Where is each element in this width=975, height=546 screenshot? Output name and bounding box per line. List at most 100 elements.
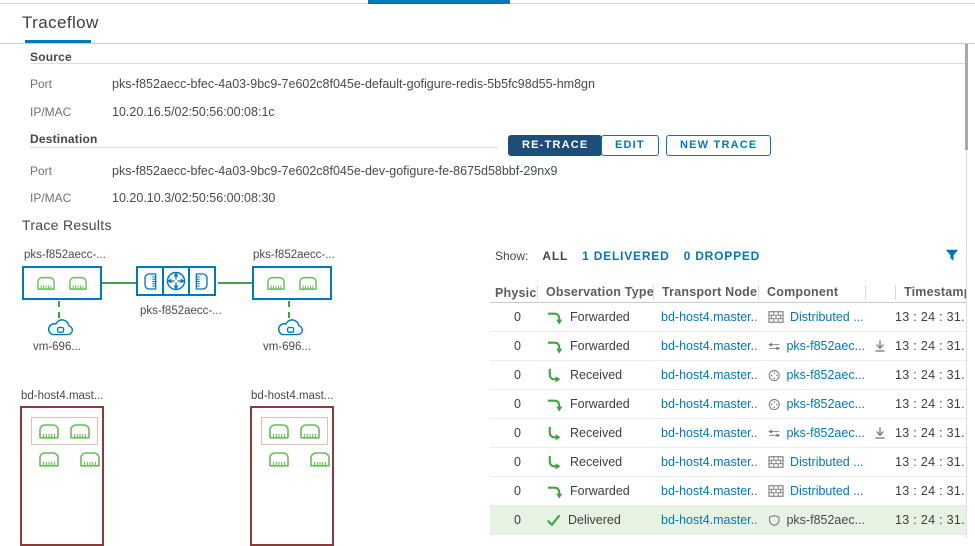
- host-left-label: bd-host4.mast...: [21, 390, 104, 402]
- destination-port-value: pks-f852aecc-bfec-4a03-9bc9-7e602c8f045e…: [112, 164, 558, 178]
- observation-type: Forwarded: [570, 339, 630, 353]
- edit-button[interactable]: EDIT: [601, 135, 659, 156]
- show-label: Show:: [495, 249, 529, 263]
- vm-cloud-icon[interactable]: [275, 317, 305, 338]
- title-active-underline: [25, 40, 91, 43]
- received-icon: [546, 454, 563, 471]
- logical-switch-left-node[interactable]: [22, 266, 102, 300]
- port-icon: [67, 274, 89, 292]
- col-component: Component: [758, 285, 865, 300]
- table-row: 0 Forwarded bd-host4.master... pks-f852a…: [490, 390, 967, 419]
- swap-arrows-icon: [768, 427, 780, 440]
- source-divider: [30, 63, 966, 64]
- component-link[interactable]: pks-f852aec...: [786, 426, 865, 440]
- timestamp: 13 : 24 : 31. 6: [895, 310, 967, 324]
- destination-port-label: Port: [30, 164, 53, 178]
- vm-link-right: [288, 301, 290, 318]
- transport-node-link[interactable]: bd-host4.master...: [661, 484, 758, 498]
- destination-divider: [30, 147, 498, 148]
- distributed-firewall-icon: [768, 484, 784, 498]
- observation-type: Received: [570, 455, 623, 469]
- transport-node-link[interactable]: bd-host4.master...: [661, 455, 758, 469]
- source-section-title: Source: [30, 50, 72, 64]
- port-icon: [78, 449, 102, 469]
- received-icon: [546, 425, 563, 442]
- router-label: pks-f852aecc-...: [140, 305, 222, 317]
- retrace-button[interactable]: RE-TRACE: [508, 135, 603, 156]
- component-link[interactable]: pks-f852aec...: [786, 368, 865, 382]
- transport-node-link[interactable]: bd-host4.master...: [661, 310, 758, 324]
- timestamp: 13 : 24 : 31. 6: [895, 513, 967, 527]
- transport-node-link[interactable]: bd-host4.master...: [661, 426, 758, 440]
- transport-host-left-node[interactable]: [20, 406, 104, 546]
- transport-node-link[interactable]: bd-host4.master...: [661, 397, 758, 411]
- port-icon: [267, 421, 291, 441]
- source-port-label: Port: [30, 77, 53, 91]
- filter-delivered[interactable]: 1 DELIVERED: [582, 249, 670, 263]
- port-icon: [308, 449, 332, 469]
- trace-results-title: Trace Results: [22, 217, 112, 233]
- table-row: 0 Forwarded bd-host4.master... Distribut…: [490, 303, 967, 332]
- observation-type: Forwarded: [570, 484, 630, 498]
- table-row: 0 Received bd-host4.master... pks-f852ae…: [490, 361, 967, 390]
- funnel-icon[interactable]: [945, 249, 959, 262]
- observation-type: Received: [570, 368, 623, 382]
- port-icon: [37, 421, 61, 441]
- host-right-label: bd-host4.mast...: [251, 390, 334, 402]
- col-transport-node: Transport Node: [653, 285, 758, 300]
- transport-node-link[interactable]: bd-host4.master...: [661, 513, 758, 527]
- col-physical: Physical: [495, 285, 537, 300]
- observation-type: Forwarded: [570, 397, 630, 411]
- transport-node-link[interactable]: bd-host4.master...: [661, 368, 758, 382]
- uplink-port-icon: [142, 271, 159, 291]
- timestamp: 13 : 24 : 31. 6: [895, 426, 967, 440]
- link-right: [218, 282, 252, 284]
- logical-router-node[interactable]: [136, 266, 216, 296]
- scrollbar-thumb[interactable]: [965, 44, 968, 150]
- shield-icon: [768, 513, 780, 528]
- vm-cloud-icon[interactable]: [45, 317, 75, 338]
- transport-host-right-node[interactable]: [250, 406, 334, 546]
- logical-switch-right-node[interactable]: [252, 266, 332, 300]
- component-link[interactable]: pks-f852aec...: [786, 513, 865, 527]
- port-icon: [37, 449, 61, 469]
- page-title: Traceflow: [22, 13, 99, 32]
- source-ipmac-value: 10.20.16.5/02:50:56:00:08:1c: [112, 105, 275, 119]
- timestamp: 13 : 24 : 31. 6: [895, 484, 967, 498]
- col-observation-type: Observation Type: [537, 285, 653, 300]
- timestamp: 13 : 24 : 31. 6: [895, 397, 967, 411]
- filter-all[interactable]: ALL: [542, 249, 569, 263]
- component-link[interactable]: Distributed ...: [790, 484, 864, 498]
- component-link[interactable]: pks-f852aec...: [786, 339, 865, 353]
- forwarded-icon: [546, 396, 563, 413]
- physical-hops: 0: [514, 513, 521, 527]
- timestamp: 13 : 24 : 31. 6: [895, 339, 967, 353]
- header-divider: [0, 43, 975, 44]
- timestamp: 13 : 24 : 31. 6: [895, 368, 967, 382]
- download-icon[interactable]: [873, 339, 887, 353]
- table-row: 0 Received bd-host4.master... pks-f852ae…: [490, 419, 967, 448]
- component-link[interactable]: Distributed ...: [790, 310, 864, 324]
- source-ipmac-label: IP/MAC: [30, 105, 72, 119]
- distributed-firewall-icon: [768, 310, 784, 324]
- download-icon[interactable]: [873, 426, 887, 440]
- destination-ipmac-value: 10.20.10.3/02:50:56:00:08:30: [112, 191, 276, 205]
- transport-node-link[interactable]: bd-host4.master...: [661, 339, 758, 353]
- port-icon: [297, 274, 319, 292]
- physical-hops: 0: [514, 368, 521, 382]
- port-group: [31, 417, 98, 445]
- physical-hops: 0: [514, 426, 521, 440]
- physical-hops: 0: [514, 310, 521, 324]
- vm-link-left: [58, 301, 60, 318]
- scrollbar-track[interactable]: [966, 44, 967, 538]
- component-link[interactable]: pks-f852aec...: [786, 397, 865, 411]
- port-group: [261, 417, 328, 445]
- port-row: [267, 449, 332, 469]
- component-link[interactable]: Distributed ...: [790, 455, 864, 469]
- col-actions: [865, 285, 895, 300]
- new-trace-button[interactable]: NEW TRACE: [666, 135, 772, 156]
- filter-dropped[interactable]: 0 DROPPED: [683, 249, 761, 263]
- active-tab-indicator: [368, 0, 510, 4]
- physical-hops: 0: [514, 397, 521, 411]
- source-port-value: pks-f852aecc-bfec-4a03-9bc9-7e602c8f045e…: [112, 77, 595, 91]
